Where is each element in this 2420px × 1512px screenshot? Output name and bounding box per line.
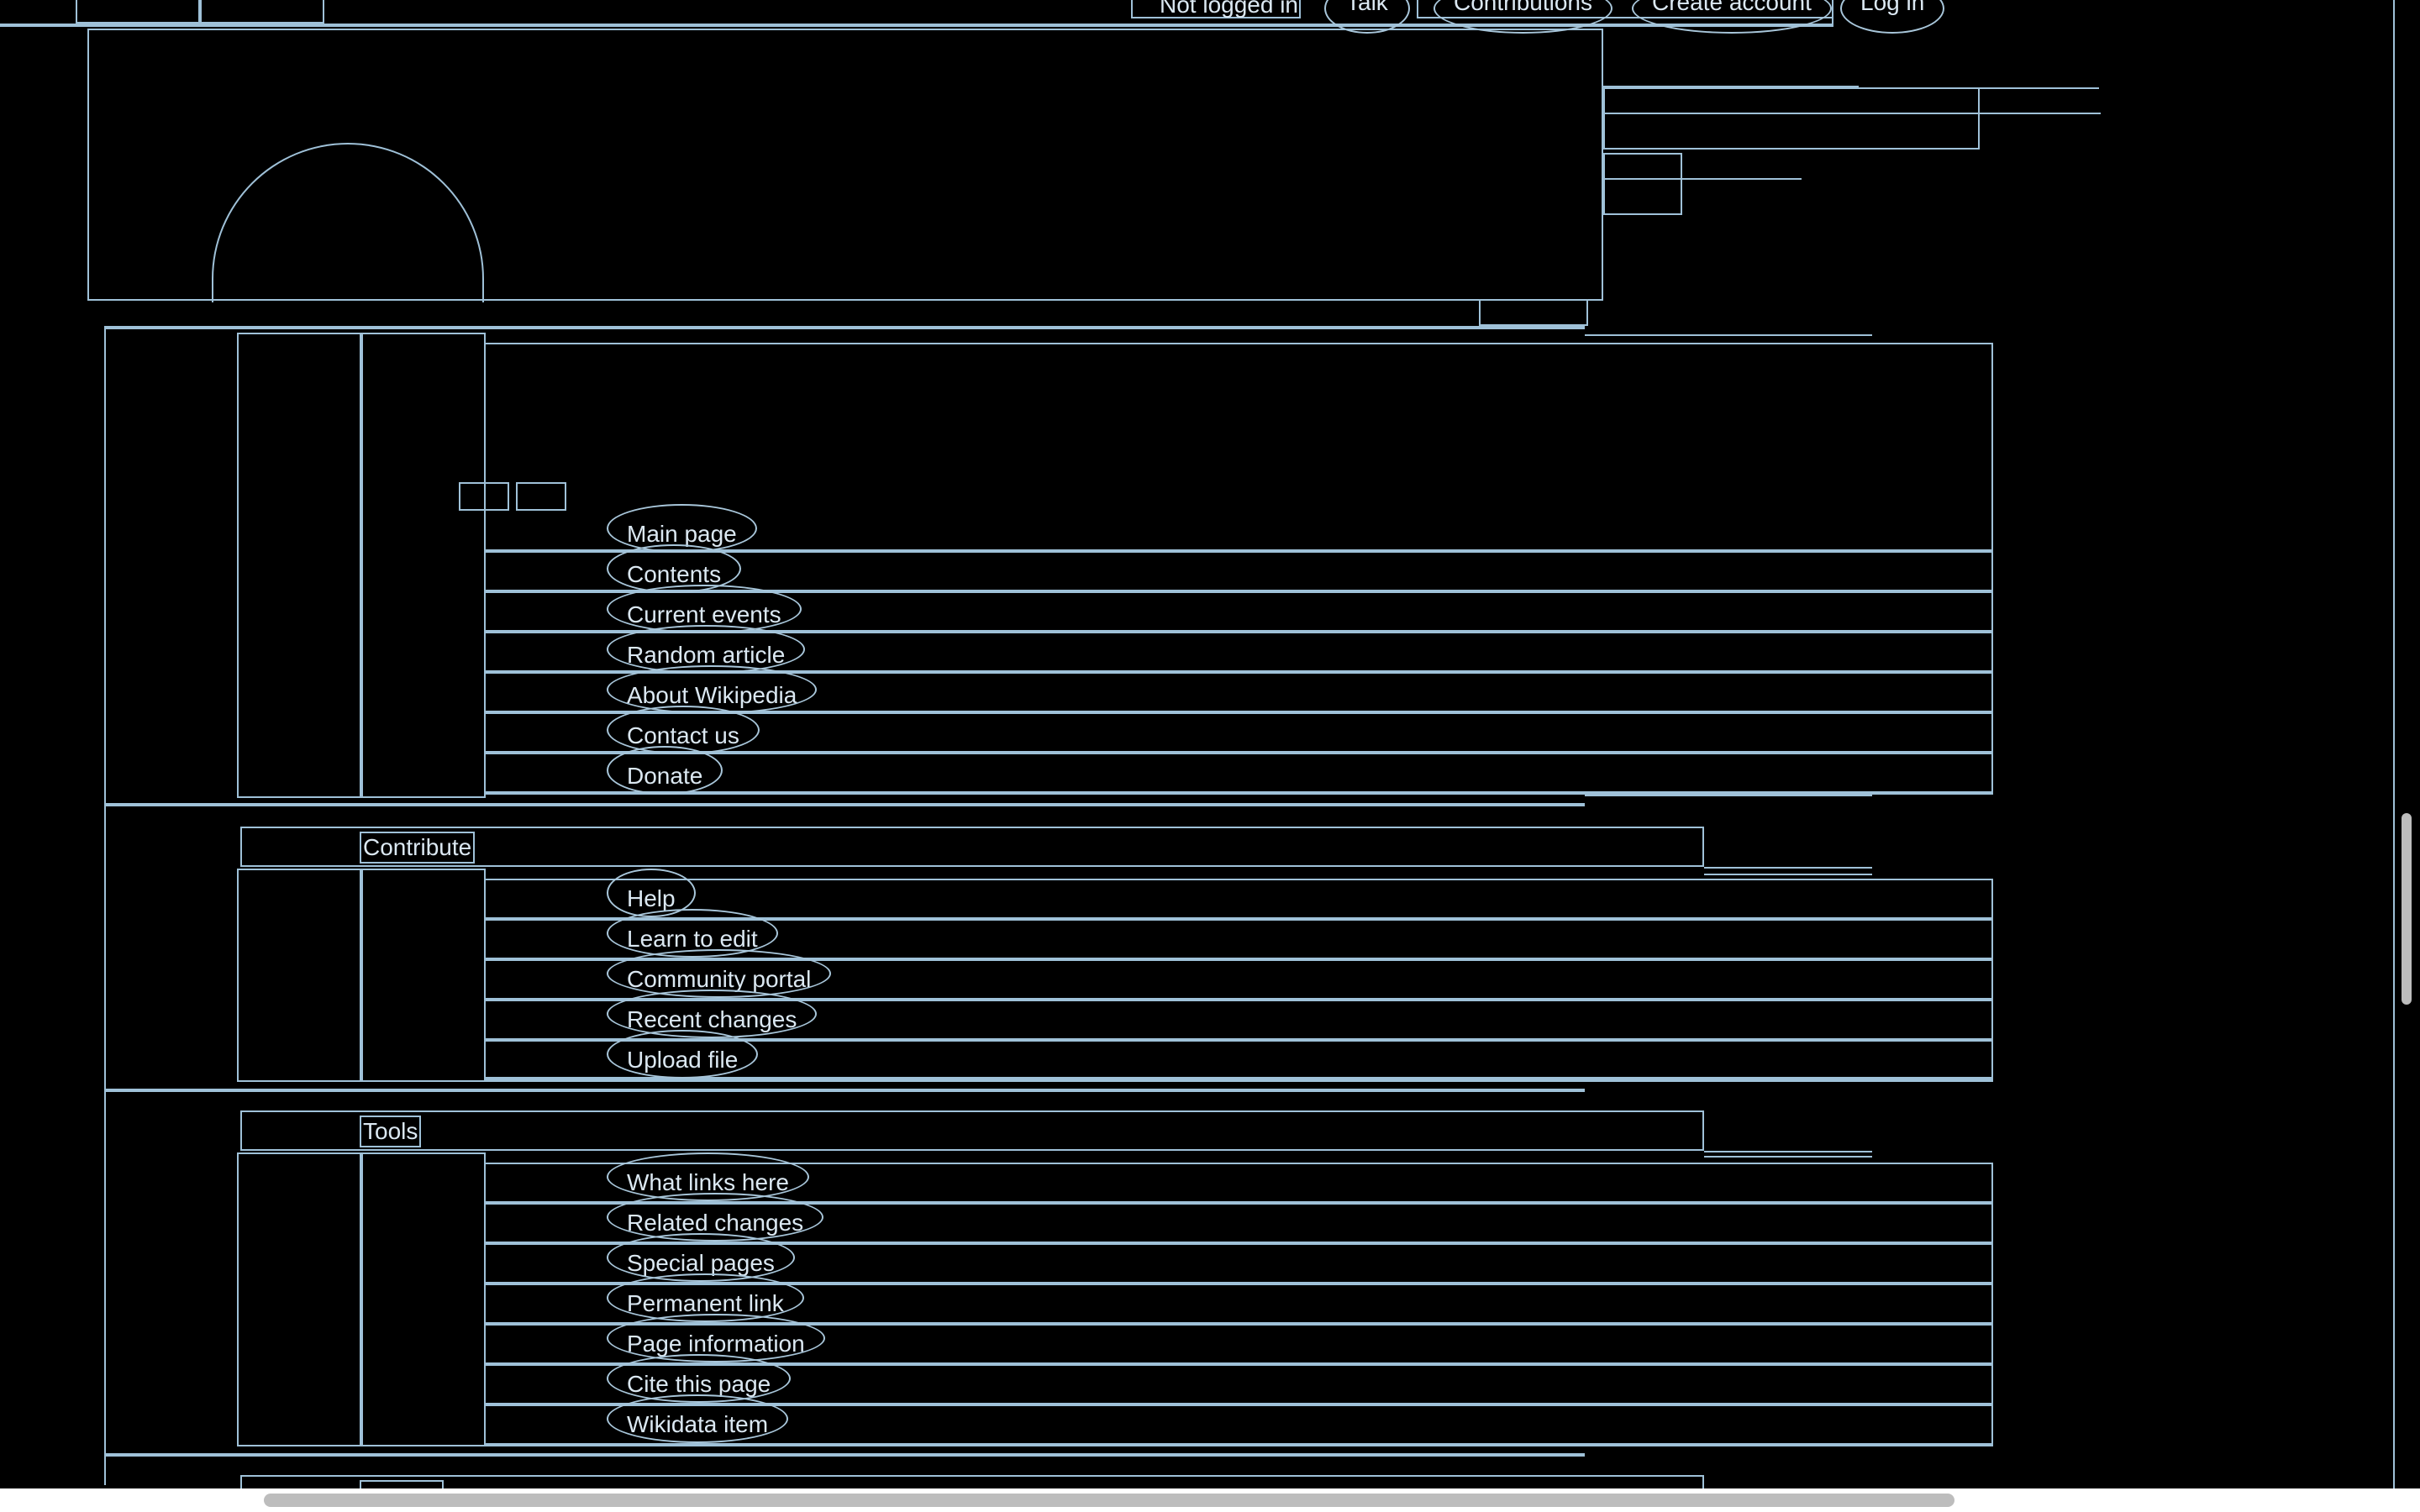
tools-heading[interactable]: Tools bbox=[360, 1116, 422, 1147]
nav-rule-5 bbox=[484, 711, 1993, 714]
top-tab-1[interactable] bbox=[76, 0, 200, 24]
nav-indent-b bbox=[361, 333, 486, 798]
tools-item-page-information[interactable]: Page information bbox=[607, 1314, 825, 1362]
nav-rule-4 bbox=[484, 670, 1993, 674]
contribute-top-rule-ext bbox=[1585, 795, 1872, 796]
contribute-rule-3 bbox=[484, 998, 1993, 1001]
tools-heading-box bbox=[240, 1110, 1704, 1151]
tools-rule-4 bbox=[484, 1322, 1993, 1326]
right-rule-4 bbox=[1603, 178, 1802, 180]
contribute-top-rule bbox=[104, 803, 1585, 806]
top-tab-2[interactable] bbox=[200, 0, 324, 24]
header-bottom-border bbox=[0, 24, 1833, 27]
contribute-item-upload-file[interactable]: Upload file bbox=[607, 1030, 759, 1079]
nav-item-contact-us[interactable]: Contact us bbox=[607, 706, 760, 754]
next-section-top-rule bbox=[104, 1453, 1585, 1457]
next-section-top-rule-ext bbox=[1585, 1445, 1872, 1446]
contribute-rule-2 bbox=[484, 958, 1993, 961]
nav-rule-2 bbox=[484, 590, 1993, 593]
not-logged-in-label: Not logged in bbox=[1160, 0, 1299, 18]
tools-rule-6 bbox=[484, 1403, 1993, 1406]
contribute-list-container bbox=[484, 879, 1993, 1079]
nav-item-donate[interactable]: Donate bbox=[607, 746, 723, 795]
tools-item-related-changes[interactable]: Related changes bbox=[607, 1193, 824, 1242]
contribute-heading-box bbox=[240, 827, 1704, 867]
tools-item-what-links-here[interactable]: What links here bbox=[607, 1152, 809, 1201]
banner-footer-box bbox=[1479, 301, 1588, 326]
tools-heading-rule bbox=[1704, 1151, 1872, 1152]
tools-top-rule bbox=[104, 1089, 1585, 1092]
log-in-link[interactable]: Log in bbox=[1840, 0, 1945, 34]
tools-rule-3 bbox=[484, 1282, 1993, 1285]
contribute-rule-5 bbox=[484, 1079, 1993, 1082]
right-rule-2 bbox=[1603, 86, 1859, 87]
right-panel-a bbox=[1603, 87, 1980, 150]
banner-container bbox=[87, 29, 1603, 301]
nav-indent-a bbox=[237, 333, 361, 798]
tools-heading-rule-2 bbox=[1704, 1156, 1872, 1158]
vertical-scrollbar-thumb[interactable] bbox=[2402, 813, 2412, 1005]
tools-rule-1 bbox=[484, 1201, 1993, 1205]
tools-rule-7 bbox=[484, 1443, 1993, 1446]
contribute-heading-rule-2 bbox=[1704, 874, 1872, 875]
tools-indent-a bbox=[237, 1152, 361, 1446]
nav-rule-1 bbox=[484, 549, 1993, 553]
create-account-link[interactable]: Create account bbox=[1632, 0, 1832, 34]
horizontal-scrollbar-thumb[interactable] bbox=[264, 1494, 1954, 1507]
nav-item-about-wikipedia[interactable]: About Wikipedia bbox=[607, 665, 818, 714]
nav-rule-3 bbox=[484, 630, 1993, 633]
contribute-indent-b bbox=[361, 869, 486, 1082]
nav-small-toggle-1[interactable] bbox=[459, 482, 509, 511]
right-panel-b bbox=[1603, 153, 1682, 215]
contribute-heading-rule bbox=[1704, 867, 1872, 869]
contribute-item-recent-changes[interactable]: Recent changes bbox=[607, 990, 818, 1038]
tools-indent-b bbox=[361, 1152, 486, 1446]
user-tools-box bbox=[1417, 0, 1833, 18]
nav-rule-6 bbox=[484, 751, 1993, 754]
sidebar-column bbox=[104, 326, 128, 1485]
tools-rule-5 bbox=[484, 1362, 1993, 1366]
nav-top-rule bbox=[104, 326, 1585, 329]
contribute-indent-a bbox=[237, 869, 361, 1082]
tools-top-rule-ext bbox=[1585, 1080, 1872, 1082]
tools-item-wikidata-item[interactable]: Wikidata item bbox=[607, 1394, 789, 1443]
contribute-rule-4 bbox=[484, 1038, 1993, 1042]
nav-rule-7 bbox=[484, 791, 1993, 795]
tools-rule-2 bbox=[484, 1242, 1993, 1245]
nav-small-toggle-2[interactable] bbox=[516, 482, 566, 511]
contribute-rule-1 bbox=[484, 917, 1993, 921]
contribute-heading[interactable]: Contribute bbox=[360, 832, 476, 864]
not-logged-in-box: Not logged in bbox=[1131, 0, 1301, 18]
right-rule-3 bbox=[1603, 113, 2101, 114]
nav-top-rule-ext bbox=[1585, 334, 1872, 336]
page-right-edge bbox=[2393, 0, 2395, 1488]
